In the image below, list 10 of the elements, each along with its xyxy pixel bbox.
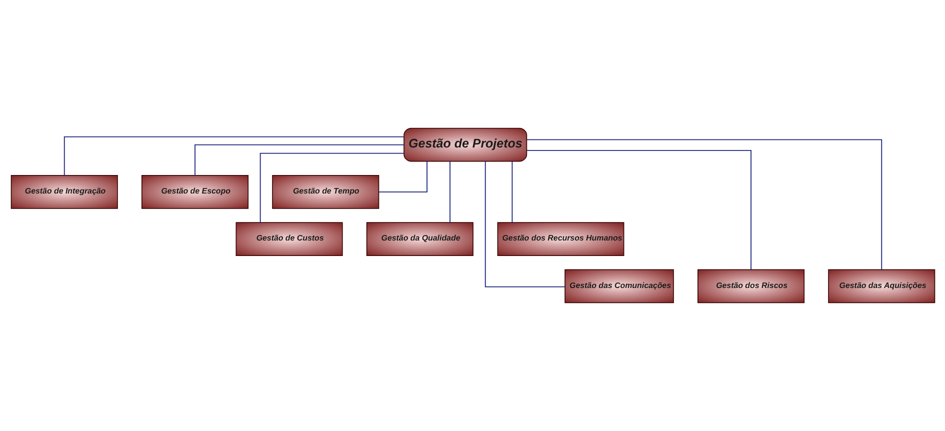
connector bbox=[449, 160, 450, 224]
node-box: Gestão de Projetos bbox=[403, 128, 527, 162]
connector bbox=[526, 150, 751, 270]
connector bbox=[194, 144, 404, 176]
connector bbox=[484, 160, 565, 288]
connector bbox=[259, 152, 404, 223]
connector bbox=[511, 160, 512, 224]
connector bbox=[378, 160, 427, 192]
connector bbox=[526, 139, 882, 270]
connector bbox=[63, 136, 404, 176]
